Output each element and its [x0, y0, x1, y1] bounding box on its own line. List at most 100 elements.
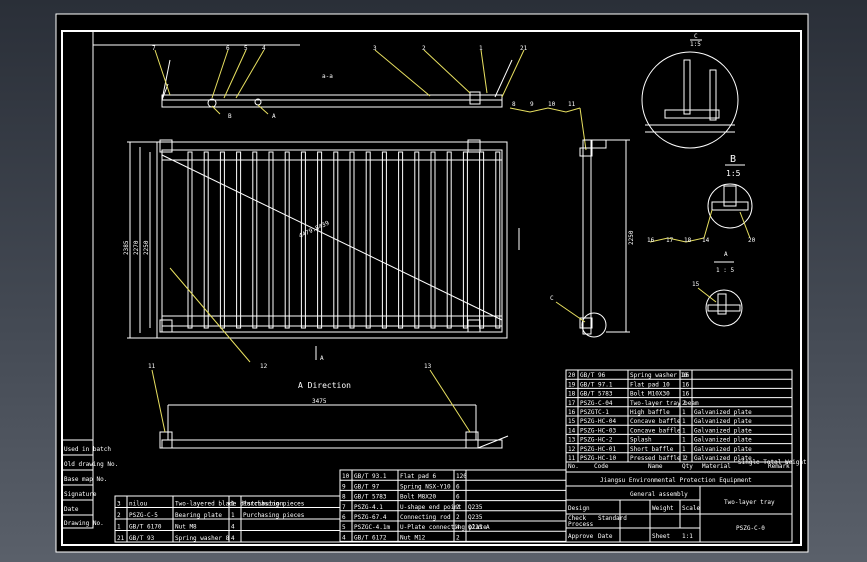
slat	[268, 151, 274, 329]
dim-height-outer: 2385	[123, 240, 130, 255]
table-cell-qty: 6	[456, 483, 460, 490]
table-cell-no: 16	[568, 409, 576, 416]
slat	[300, 151, 306, 329]
table-cell-no: 2	[117, 512, 121, 519]
tb-approve: Approve	[568, 533, 594, 540]
table-cell-code: PSZG-HC-2	[580, 437, 613, 444]
slat	[203, 151, 209, 329]
table-cell-name: Spring washer 8	[175, 535, 230, 542]
callout-20: 20	[748, 237, 756, 244]
table-cell-qty: 1	[682, 437, 686, 444]
table-cell-name: Two-layer tray beam	[630, 400, 699, 407]
table-cell-no: 20	[568, 372, 576, 379]
sheet-outer-border	[55, 13, 809, 553]
callout-15: 14	[702, 237, 710, 244]
callout-3: 3	[373, 45, 377, 52]
callout-7: 7	[152, 45, 156, 52]
table-cell-code: GB/T 93	[129, 535, 155, 542]
table-cell-qty: 1	[682, 446, 686, 453]
table-cell-no: 21	[117, 535, 125, 542]
table-cell-qty: 1	[682, 455, 686, 462]
table-cell-name: Concave baffle	[630, 427, 681, 434]
table-cell-material: Galvanized plate	[694, 427, 752, 434]
tb-design: Design	[568, 505, 590, 512]
table-cell-name: Flat pad 6	[400, 473, 437, 480]
strip-text-3: Signature	[64, 491, 97, 498]
table-cell-no: 12	[568, 446, 576, 453]
table-cell-material: Galvanized plate	[694, 418, 752, 425]
table-cell-no: 4	[342, 534, 346, 541]
title-block: Jiangsu Environmental Protection Equipme…	[565, 471, 793, 543]
strip-text-0: Used in batch	[64, 446, 111, 453]
callout-8: 8	[512, 101, 516, 108]
plan-view: 2385 2270 2250 4479.8439	[123, 139, 520, 339]
table-cell-material: Purchasing pieces	[243, 501, 305, 508]
callout-11: 11	[568, 101, 576, 108]
slat	[252, 151, 258, 329]
slat	[284, 151, 290, 329]
tb-check: Check	[568, 515, 586, 522]
table-cell-name: High baffle	[630, 409, 670, 416]
table-cell-no: 5	[342, 524, 346, 531]
detail-a-title: A	[724, 251, 728, 258]
table-cell-no: 19	[568, 381, 576, 388]
table-cell-no: 14	[568, 427, 576, 434]
callout-16: 15	[692, 281, 700, 288]
table-cell-no: 15	[568, 418, 576, 425]
table-cell-qty: 16	[682, 391, 690, 398]
slat	[187, 151, 193, 329]
table-cell-name: Two-layered blade distribution	[175, 501, 284, 508]
detail-b-title: B	[730, 154, 736, 165]
sheet-inner-border	[61, 30, 802, 546]
table-cell-no: 8	[342, 494, 346, 501]
callout-17: 16	[647, 237, 655, 244]
callout-9: 9	[530, 101, 534, 108]
section-mark-c: C	[550, 295, 554, 302]
slat	[479, 151, 485, 329]
table-cell-name: Connecting rod	[400, 514, 451, 521]
slat	[495, 151, 501, 329]
callout-18: 17	[666, 237, 674, 244]
callout-2: 2	[422, 45, 426, 52]
dim-width-total: 3475	[312, 398, 327, 405]
detail-c-scale: 1:5	[690, 41, 701, 48]
table-cell-code: PSZG-C-04	[580, 400, 613, 407]
callout-5: 5	[244, 45, 248, 52]
table-cell-name: Short baffle	[630, 446, 674, 453]
table-cell-name: U-shape end point	[400, 504, 462, 511]
table-cell-code: PSZG-67.4	[354, 514, 387, 521]
table-cell-no: 13	[568, 437, 576, 444]
detail-b: B 1:5 16 17 18 14 20	[647, 154, 756, 244]
table-cell-material: Galvanized plate	[694, 455, 752, 462]
table-cell-code: PSZG-HC-01	[580, 446, 617, 453]
slat	[317, 151, 323, 329]
tb-product: Two-layer tray	[724, 499, 775, 506]
table-cell-code: PSZG-HC-04	[580, 418, 617, 425]
table-cell-material: Galvanized plate	[694, 446, 752, 453]
slat	[430, 151, 436, 329]
callout-14: 13	[424, 363, 432, 370]
top-center-label: a-a	[322, 73, 333, 80]
callout-13: 12	[260, 363, 268, 370]
table-cell-code: GB/T 5783	[354, 494, 387, 501]
table-cell-code: GB/T 93.1	[354, 473, 387, 480]
table-cell-material: Galvanized plate	[694, 409, 752, 416]
left-strip: Used in batch Old drawing No. Base map N…	[61, 439, 118, 529]
dim-side-height: 2250	[628, 230, 635, 245]
callout-6: 6	[226, 45, 230, 52]
table-cell-material: Purchasing pieces	[243, 512, 305, 519]
table-cell-code: PSZGTC-1	[580, 409, 609, 416]
table-cell-no: 6	[342, 514, 346, 521]
table-cell-material: Q235	[468, 514, 483, 521]
section-mark-b: B	[228, 113, 232, 120]
table-cell-qty: 4	[231, 535, 235, 542]
table-cell-material: Galvanized plate	[694, 437, 752, 444]
table-cell-qty: 1	[682, 427, 686, 434]
table-cell-code: PSZG-HC-03	[580, 427, 617, 434]
hdr-name: Name	[648, 463, 663, 470]
callout-10: 10	[548, 101, 556, 108]
tb-drawing-no: PSZG-C-0	[736, 525, 765, 532]
table-cell-name: Spring NSX-Y10	[400, 483, 451, 490]
